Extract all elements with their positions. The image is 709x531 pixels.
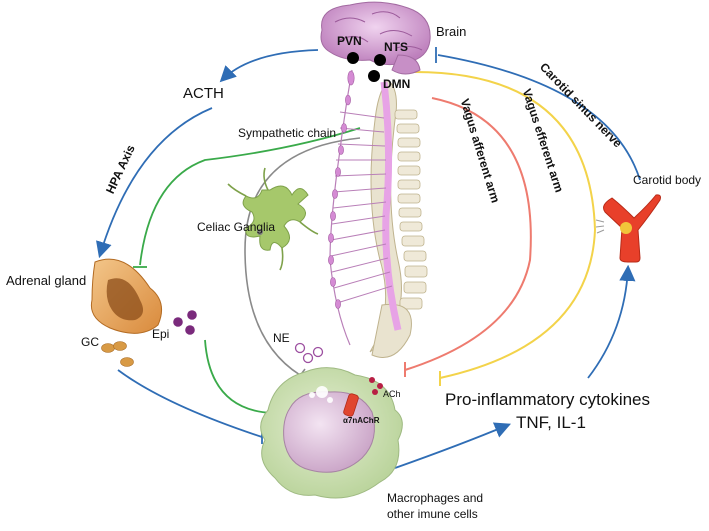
spinal-nerve-roots bbox=[330, 111, 393, 304]
spinal-column bbox=[328, 69, 428, 358]
carotid-body-label: Carotid body bbox=[633, 173, 702, 187]
nts-label: NTS bbox=[384, 40, 408, 54]
ach-molecules bbox=[369, 377, 383, 395]
epi-label: Epi bbox=[152, 327, 170, 341]
brain-illustration bbox=[320, 1, 431, 75]
vagus-efferent-arc bbox=[409, 70, 597, 379]
cytokines-examples-label: TNF, IL-1 bbox=[516, 413, 586, 432]
sympathetic-to-adrenal-inhibit bbox=[139, 127, 361, 266]
cytokines-label: Pro-inflammatory cytokines bbox=[445, 390, 651, 409]
carotid-body bbox=[595, 194, 661, 263]
hpa-axis-arrow bbox=[96, 107, 213, 259]
pvn-dot bbox=[347, 52, 359, 64]
gc-molecules bbox=[101, 341, 134, 367]
cytokines-to-carotid-arrow bbox=[587, 264, 636, 379]
adrenal-gland-label: Adrenal gland bbox=[6, 273, 87, 288]
celiac-ganglia-label: Celiac Ganglia bbox=[197, 220, 276, 234]
ne-label: NE bbox=[273, 331, 290, 345]
carotid-sinus-nerve-path bbox=[437, 54, 641, 181]
ach-label: ACh bbox=[383, 389, 401, 399]
adrenal-to-macrophage-inhibit bbox=[117, 369, 263, 438]
spinal-cord bbox=[380, 81, 402, 331]
dmn-dot bbox=[368, 70, 380, 82]
dmn-label: DMN bbox=[383, 77, 411, 91]
pvn-label: PVN bbox=[337, 34, 362, 48]
macrophage-to-cytokines-arrow bbox=[394, 422, 511, 469]
macrophages-label: Macrophages and bbox=[387, 491, 484, 505]
vagus-afferent-arc bbox=[404, 97, 532, 371]
nts-dot bbox=[374, 54, 386, 66]
sympathetic-ganglia bbox=[328, 70, 355, 309]
blue-arrows bbox=[96, 47, 641, 469]
macrophages-label-line2: other imune cells bbox=[387, 507, 478, 521]
acth-label: ACTH bbox=[183, 85, 224, 102]
epi-to-macrophage-inhibit bbox=[204, 339, 273, 414]
adrenal-gland bbox=[90, 258, 163, 334]
celiac-ganglia-cell bbox=[227, 167, 319, 271]
receptor-label: α7nAChR bbox=[343, 416, 380, 425]
brain-nuclei bbox=[347, 52, 386, 82]
ne-molecules bbox=[294, 342, 324, 364]
brain-to-acth-arrow bbox=[219, 49, 319, 83]
gc-label: GC bbox=[81, 335, 99, 349]
epi-molecules bbox=[173, 310, 197, 335]
brain-label: Brain bbox=[436, 24, 467, 39]
sympathetic-chain-label: Sympathetic chain bbox=[238, 126, 337, 140]
alpha7-receptor bbox=[343, 393, 359, 417]
